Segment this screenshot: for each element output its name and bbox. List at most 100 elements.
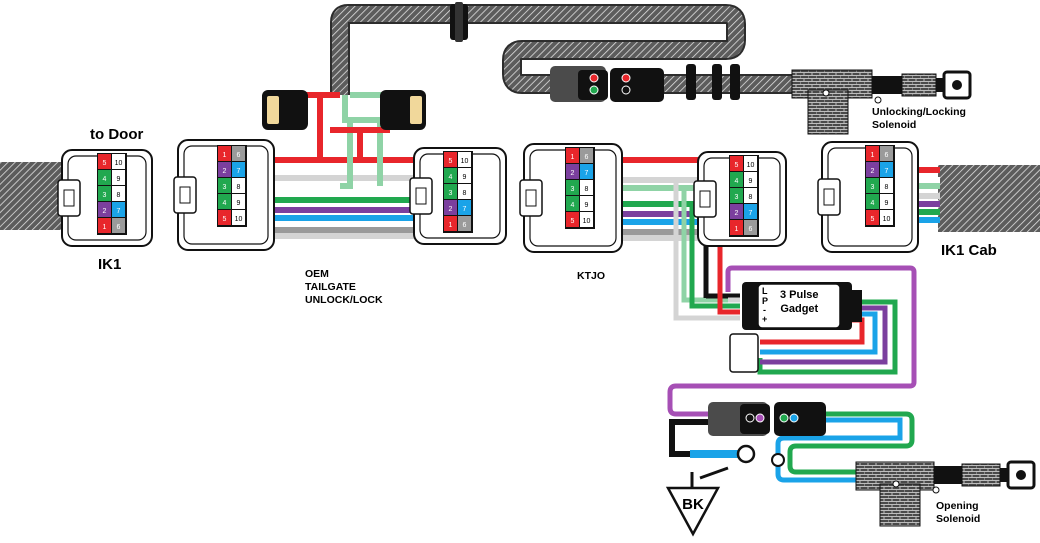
pin-number: 7 — [749, 210, 753, 217]
pin-cell — [218, 210, 231, 225]
pin-number: 3 — [571, 186, 575, 193]
pin-number: 6 — [463, 222, 467, 229]
pin-number: 8 — [463, 190, 467, 197]
opening-line-2: Solenoid — [936, 513, 981, 525]
harness-wires-cab — [915, 167, 940, 223]
pin-cell — [866, 146, 879, 161]
pin-number: 5 — [103, 160, 107, 167]
pin-cell — [580, 212, 593, 227]
pin-number: 7 — [885, 168, 889, 175]
pin-number: 4 — [571, 202, 575, 209]
pin-cell — [218, 146, 231, 161]
pin-cell — [866, 162, 879, 177]
pin-cell — [232, 178, 245, 193]
pin-cell — [444, 216, 457, 231]
pin-number: 1 — [571, 154, 575, 161]
pin-number: 1 — [103, 224, 107, 231]
pin-cell — [566, 148, 579, 163]
svg-text:P: P — [762, 296, 768, 306]
pin-number: 3 — [871, 184, 875, 191]
pin-number: 4 — [735, 178, 739, 185]
two-pin-connector-bottom — [708, 402, 826, 436]
pin-cell — [218, 194, 231, 209]
pin-cell — [744, 204, 757, 219]
pin-number: 8 — [237, 184, 241, 191]
pin-number: 4 — [103, 176, 107, 183]
pin-cell — [98, 170, 111, 185]
pin-number: 7 — [237, 168, 241, 175]
pin-number: 9 — [885, 200, 889, 207]
blank-module — [729, 333, 759, 373]
pin-number: 9 — [463, 174, 467, 181]
pin-cell — [444, 168, 457, 183]
pin-cell — [580, 148, 593, 163]
pin-cell — [112, 202, 125, 217]
pin-cell — [112, 186, 125, 201]
pin-number: 3 — [103, 192, 107, 199]
solenoid-icon — [855, 460, 1036, 527]
pin-number: 4 — [449, 174, 453, 181]
pin-cell — [566, 180, 579, 195]
pin-cell — [880, 146, 893, 161]
pin-number: 2 — [103, 208, 107, 215]
pin-cell — [112, 154, 125, 169]
pin-number: 10 — [583, 218, 591, 225]
pin-cell — [232, 210, 245, 225]
opening-line-1: Opening — [936, 500, 979, 512]
pin-cell — [580, 164, 593, 179]
pin-number: 2 — [223, 168, 227, 175]
pin-cell — [880, 162, 893, 177]
pin-number: 10 — [883, 216, 891, 223]
pin-number: 9 — [585, 202, 589, 209]
gadget-label: 3 Pulse Gadget — [780, 288, 819, 316]
ik1-cab-label: IK1 Cab — [941, 242, 997, 259]
pin-cell — [744, 188, 757, 203]
pin-number: 6 — [117, 224, 121, 231]
three-pulse-gadget: L P - + — [742, 282, 862, 330]
gadget-feed-wires — [673, 180, 740, 321]
oem-line-3: UNLOCK/LOCK — [305, 294, 383, 306]
rubber-grommet-icon — [686, 64, 740, 100]
oem-line-1: OEM — [305, 268, 329, 280]
pin-cell — [730, 204, 743, 219]
two-pin-connector-top — [550, 66, 664, 102]
pin-cell — [866, 178, 879, 193]
pin-cell — [112, 218, 125, 233]
pin-number: 3 — [449, 190, 453, 197]
pin-cell — [566, 212, 579, 227]
pin-cell — [458, 200, 471, 215]
to-door-label: to Door — [90, 126, 144, 143]
pin-cell — [444, 152, 457, 167]
pin-cell — [232, 146, 245, 161]
pin-cell — [880, 210, 893, 225]
pin-number: 9 — [749, 178, 753, 185]
pin-cell — [730, 188, 743, 203]
ik1-left-label: IK1 — [98, 256, 122, 273]
pin-cell — [580, 196, 593, 211]
pin-number: 5 — [871, 216, 875, 223]
pin-cell — [458, 152, 471, 167]
pin-cell — [98, 186, 111, 201]
pin-cell — [730, 220, 743, 235]
pin-number: 9 — [237, 200, 241, 207]
pin-number: 9 — [117, 176, 121, 183]
pin-cell — [458, 168, 471, 183]
pin-number: 1 — [449, 222, 453, 229]
unlocking-line-1: Unlocking/Locking — [872, 106, 966, 118]
pin-number: 2 — [735, 210, 739, 217]
pin-number: 6 — [885, 152, 889, 159]
pin-number: 4 — [223, 200, 227, 207]
pin-cell — [730, 156, 743, 171]
cable-bundle-icon — [0, 162, 68, 230]
pin-cell — [98, 154, 111, 169]
ground-symbol-icon: BK — [665, 472, 721, 537]
pin-number: 8 — [749, 194, 753, 201]
cable-bundle-icon — [938, 165, 1040, 232]
pin-cell — [444, 184, 457, 199]
oem-label: OEM TAILGATE UNLOCK/LOCK — [305, 268, 383, 307]
pin-cell — [218, 162, 231, 177]
